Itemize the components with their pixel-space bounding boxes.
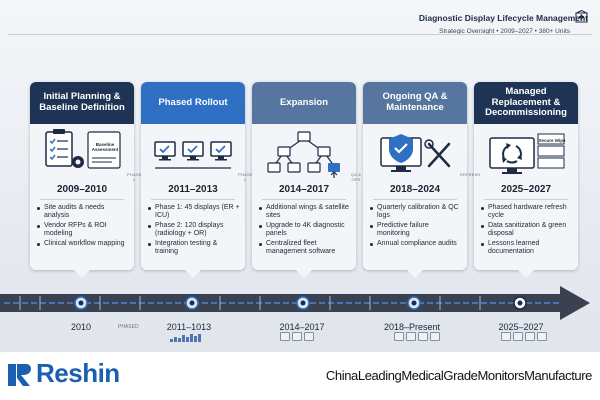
stage-card-planning: Initial Planning & Baseline Definition B… bbox=[30, 82, 134, 278]
timeline-markers bbox=[0, 282, 600, 324]
stage-years: 2025–2027 bbox=[500, 184, 552, 195]
connector-label: Phase 2 bbox=[238, 172, 253, 182]
stage-title: Initial Planning & Baseline Definition bbox=[30, 82, 134, 124]
timeline-node bbox=[74, 296, 88, 310]
list-item: Phased hardware refresh cycle bbox=[480, 204, 574, 220]
brand-tagline: ChinaLeadingMedicalGradeMonitorsManufact… bbox=[325, 368, 592, 383]
divider bbox=[151, 199, 235, 200]
list-item: Data sanitization & green disposal bbox=[480, 222, 574, 238]
connector-label: QA & Ops bbox=[350, 172, 362, 182]
mini-panel-icon bbox=[501, 332, 547, 341]
timeline-label: 2018–Present bbox=[383, 322, 441, 332]
phase-tag: PHASED bbox=[118, 324, 139, 330]
card-pointer bbox=[185, 270, 201, 278]
stage-years: 2009–2010 bbox=[56, 184, 108, 195]
mini-panel-icon bbox=[394, 332, 440, 341]
divider bbox=[40, 199, 124, 200]
icon-caption: Secure Wipe bbox=[538, 138, 566, 143]
list-item: Site audits & needs analysis bbox=[36, 204, 130, 220]
stage-title: Expansion bbox=[252, 82, 356, 124]
list-item: Upgrade to 4K diagnostic panels bbox=[258, 222, 352, 238]
mini-panel-icon bbox=[280, 332, 314, 341]
card-pointer bbox=[518, 270, 534, 278]
timeline-label: 2025–2027 bbox=[498, 322, 544, 332]
list-item: Predictive failure monitoring bbox=[369, 222, 463, 238]
monitor-recycle-icon bbox=[489, 133, 565, 174]
list-item: Lessons learned documentation bbox=[480, 240, 574, 256]
stage-years: 2011–2013 bbox=[168, 184, 218, 195]
stage-title: Ongoing QA & Maintenance bbox=[363, 82, 467, 124]
stage-list: Phase 1: 45 displays (ER + ICU) Phase 2:… bbox=[147, 204, 241, 258]
stage-list: Phased hardware refresh cycle Data sanit… bbox=[480, 204, 574, 258]
stage-list: Additional wings & satellite sites Upgra… bbox=[258, 204, 352, 258]
card-pointer bbox=[296, 270, 312, 278]
timeline-node bbox=[513, 296, 527, 310]
timeline-node bbox=[185, 296, 199, 310]
reshin-logo-icon bbox=[8, 364, 31, 386]
connector-label: Refresh bbox=[460, 172, 481, 177]
stage-card-rollout: Phased Rollout 2011–2013 Phase 1: 45 dis… bbox=[141, 82, 245, 278]
connector-label: Phase 1 bbox=[127, 172, 142, 182]
stage-title: Phased Rollout bbox=[141, 82, 245, 124]
shield-check-tools-icon bbox=[380, 134, 451, 172]
list-item: Annual compliance audits bbox=[369, 240, 463, 248]
stage-title: Managed Replacement & Decommissioning bbox=[474, 82, 578, 124]
icon-caption: Baseline Assessment bbox=[91, 142, 119, 152]
timeline-label: 2010 bbox=[70, 322, 92, 332]
list-item: Clinical workflow mapping bbox=[36, 240, 130, 248]
list-item: Integration testing & training bbox=[147, 240, 241, 256]
list-item: Phase 2: 120 displays (radiology + OR) bbox=[147, 222, 241, 238]
stage-card-expansion: Expansion 2014–2017 Additional wings & s… bbox=[252, 82, 356, 278]
stage-years: 2018–2024 bbox=[389, 184, 441, 195]
list-item: Vendor RFPs & ROI modeling bbox=[36, 222, 130, 238]
timeline-node bbox=[407, 296, 421, 310]
list-item: Centralized fleet management software bbox=[258, 240, 352, 256]
header-title: Diagnostic Display Lifecycle Management bbox=[418, 13, 588, 23]
header: Diagnostic Display Lifecycle Management … bbox=[419, 8, 588, 35]
timeline-node bbox=[296, 296, 310, 310]
timeline-label: 2014–2017 bbox=[279, 322, 325, 332]
card-pointer bbox=[407, 270, 423, 278]
brand-name: Reshin bbox=[36, 358, 120, 388]
hospital-icon bbox=[575, 10, 588, 23]
list-item: Quarterly calibration & QC logs bbox=[369, 204, 463, 220]
stage-card-replacement: Managed Replacement & Decommissioning Se… bbox=[474, 82, 578, 278]
stage-list: Site audits & needs analysis Vendor RFPs… bbox=[36, 204, 130, 250]
stage-card-qa: Ongoing QA & Maintenance 2018–2024 Quart… bbox=[363, 82, 467, 278]
stage-years: 2014–2017 bbox=[278, 184, 330, 195]
timeline-label: 2011–1013 bbox=[166, 322, 212, 332]
timeline-arrow bbox=[0, 286, 590, 320]
clipboard-checklist-gear-icon bbox=[45, 129, 121, 169]
footer: Reshin ChinaLeadingMedicalGradeMonitorsM… bbox=[0, 352, 600, 400]
list-item: Phase 1: 45 displays (ER + ICU) bbox=[147, 204, 241, 220]
divider bbox=[373, 199, 457, 200]
stage-body bbox=[252, 124, 356, 270]
divider bbox=[484, 199, 568, 200]
header-divider bbox=[8, 34, 592, 35]
card-pointer bbox=[74, 270, 90, 278]
mini-bar-icon bbox=[170, 334, 201, 342]
network-expansion-icon bbox=[267, 131, 340, 178]
divider bbox=[262, 199, 346, 200]
stage-list: Quarterly calibration & QC logs Predicti… bbox=[369, 204, 463, 250]
monitor-checkmarks-icon bbox=[154, 141, 232, 169]
list-item: Additional wings & satellite sites bbox=[258, 204, 352, 220]
header-subtitle: Strategic Oversight • 2009–2027 • 380+ U… bbox=[439, 28, 570, 35]
